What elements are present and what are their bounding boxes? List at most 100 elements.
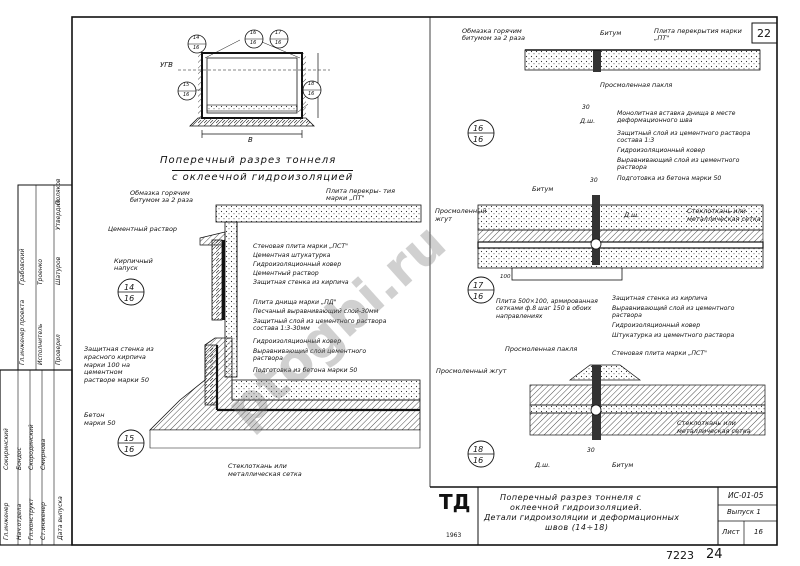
marker-15-bottom: 16 <box>183 92 190 98</box>
detail-16-drawing <box>524 49 761 72</box>
marker-circles <box>117 29 495 468</box>
stamp-name-2: Бондос <box>16 447 23 470</box>
detail16-label-pakla: Просмоленная пакля <box>600 81 673 89</box>
detail18-dim-30: 30 <box>587 447 595 454</box>
detail17-label-dsh: Д.ш. <box>624 211 640 219</box>
detail18-label-dsh: Д.ш. <box>535 461 551 469</box>
detail14-marker-top: 14 <box>124 283 135 292</box>
detail16-layer-3: Гидроизоляционный ковер <box>617 147 706 154</box>
detail-17-drawing <box>477 195 764 281</box>
detail17-layer-3: Гидроизоляционный ковер <box>612 322 701 329</box>
marker-14-top: 14 <box>193 35 200 41</box>
side-stamp <box>0 184 73 546</box>
detail16-label-tar: Обмазка горячим битумом за 2 раза <box>462 27 525 43</box>
detail16-label-dsh: Д.ш. <box>580 117 596 125</box>
order-number: 7223 <box>666 549 694 562</box>
sheet-number-box <box>751 22 778 44</box>
detail16-layer-2: Защитный слой из цементного раствора сос… <box>617 130 751 145</box>
detail18-label-pakla: Просмоленная пакля <box>505 345 578 353</box>
detail15-label-concrete: Бетон марки 50 <box>84 411 116 427</box>
detail18-label-glass: Стеклоткань или металлическая сетка <box>677 419 751 435</box>
detail17-label-plate: Плита 500×100, армированная сетками ф.8 … <box>496 298 598 320</box>
detail14-layer-4: Цементный раствор <box>253 270 319 277</box>
stamp-name-3: Скородинский <box>28 424 35 470</box>
detail14-layer-1: Стеновая плита марки „ПСТ" <box>253 243 348 250</box>
detail14-marker-bottom: 16 <box>124 294 135 303</box>
detail15-layer-4: Гидроизоляционный ковер <box>253 338 342 345</box>
stamp-name-1: Сокиринский <box>3 428 10 470</box>
stamp-role-5: Дата выпуска <box>57 496 64 540</box>
detail16-layer-5: Подготовка из бетона марки 50 <box>617 175 722 182</box>
detail17-layer-5: Стеновая плита марки „ПСТ" <box>612 350 707 357</box>
detail17-dim-100: 100 <box>500 274 511 280</box>
side-role-1: Гл.инженер проекта <box>19 299 26 365</box>
detail17-layer-1: Защитная стенка из кирпича <box>612 295 708 302</box>
detail17-marker-top: 17 <box>473 281 484 290</box>
detail17-label-bitum: Битум <box>532 185 554 193</box>
ugv-label: УГВ <box>160 61 173 69</box>
detail17-dim-30: 30 <box>590 177 598 184</box>
stamp-logo-td: ТД <box>439 490 471 514</box>
marker-16-top: 16 <box>250 30 257 36</box>
detail18-marker-bottom: 16 <box>473 456 484 465</box>
detail14-layer-2: Цементная штукатурка <box>253 252 331 259</box>
marker-17-top: 17 <box>275 30 282 36</box>
detail15-layer-2: Песчаный выравнивающий слой-30мм <box>253 308 379 315</box>
detail17-label-glass: Стеклоткань или металлическая сетка <box>687 207 761 223</box>
marker-15-top: 15 <box>183 82 190 88</box>
detail-18-drawing <box>529 364 766 440</box>
detail14-label-tar: Обмазка горячим битумом за 2 раза <box>130 189 193 205</box>
detail16-layer-1: Монолитная вставка днища в месте деформа… <box>617 110 736 125</box>
stamp-title-line2: оклеечной гидроизоляцией. <box>510 503 643 512</box>
stamp-role-3: Гл.конструкт <box>28 498 35 540</box>
detail18-label-jgut: Просмоленный жгут <box>436 367 507 375</box>
detail16-marker-top: 16 <box>473 124 484 133</box>
detail16-dim-30: 30 <box>582 104 590 111</box>
side-name-4: Поляков <box>55 178 62 205</box>
stamp-role-4: Ст.инженер <box>40 502 47 540</box>
stamp-title-line1: Поперечный разрез тоннеля с <box>500 493 642 502</box>
side-name-2: Троенко <box>37 258 44 285</box>
stamp-code: ИС-01-05 <box>728 491 764 500</box>
sheet-number: 22 <box>757 27 771 40</box>
detail17-layer-4: Штукатурка из цементного раствора <box>612 332 735 339</box>
stamp-sheet-value: 16 <box>754 528 763 536</box>
detail15-marker-bottom: 16 <box>124 445 135 454</box>
detail15-layer-1: Плита днища марки „ПД" <box>253 299 337 306</box>
detail15-layer-5: Выравнивающий слой цементного раствора <box>253 348 367 363</box>
stamp-sheet-label: Лист <box>722 528 740 536</box>
detail16-label-bitum: Битум <box>600 29 622 37</box>
detail15-layer-6: Подготовка из бетона марки 50 <box>253 367 358 374</box>
marker-18-top: 18 <box>308 81 315 87</box>
stamp-logo-year: 1963 <box>446 532 462 539</box>
cross-section-title-line1: Поперечный разрез тоннеля <box>160 155 337 166</box>
stamp-role-1: Гл.инженер <box>3 502 10 540</box>
side-role-2: Исполнитель <box>37 323 44 365</box>
detail14-label-brick: Кирпичный напуск <box>114 257 153 273</box>
marker-17-bottom: 16 <box>275 40 282 46</box>
stamp-issue: Выпуск 1 <box>727 508 761 516</box>
marker-16-bottom: 16 <box>250 40 257 46</box>
detail15-label-glass: Стеклоткань или металлическая сетка <box>228 462 302 479</box>
detail16-layer-4: Выравнивающий слой из цементного раствор… <box>617 157 740 172</box>
detail14-layer-5: Защитная стенка из кирпича <box>253 279 349 286</box>
dim-b-label: В <box>248 136 253 144</box>
stamp-role-2: Нач.отдела <box>16 503 23 540</box>
detail16-label-slab: Плита перекрытия марки „ПТ" <box>654 27 742 43</box>
title-block <box>430 486 777 545</box>
stamp-title-line4: швов (14÷18) <box>545 523 609 532</box>
marker-18-bottom: 16 <box>308 91 315 97</box>
detail17-marker-bottom: 16 <box>473 292 484 301</box>
detail14-layer-3: Гидроизоляционный ковер <box>253 261 342 268</box>
detail-15-drawing <box>149 337 421 449</box>
stamp-name-4: Смирнова <box>40 438 47 470</box>
stamp-title-line3: Детали гидроизоляции и деформационных <box>484 513 680 522</box>
detail14-label-cement: Цементный раствор <box>108 225 178 233</box>
detail18-label-bitum: Битум <box>612 461 634 469</box>
detail18-marker-top: 18 <box>473 445 484 454</box>
tunnel-cross-section <box>178 39 330 138</box>
side-role-3: Проверил <box>55 334 62 365</box>
detail15-marker-top: 15 <box>124 434 135 443</box>
cross-section-title-line2: с оклеечной гидроизоляцией <box>172 170 354 183</box>
